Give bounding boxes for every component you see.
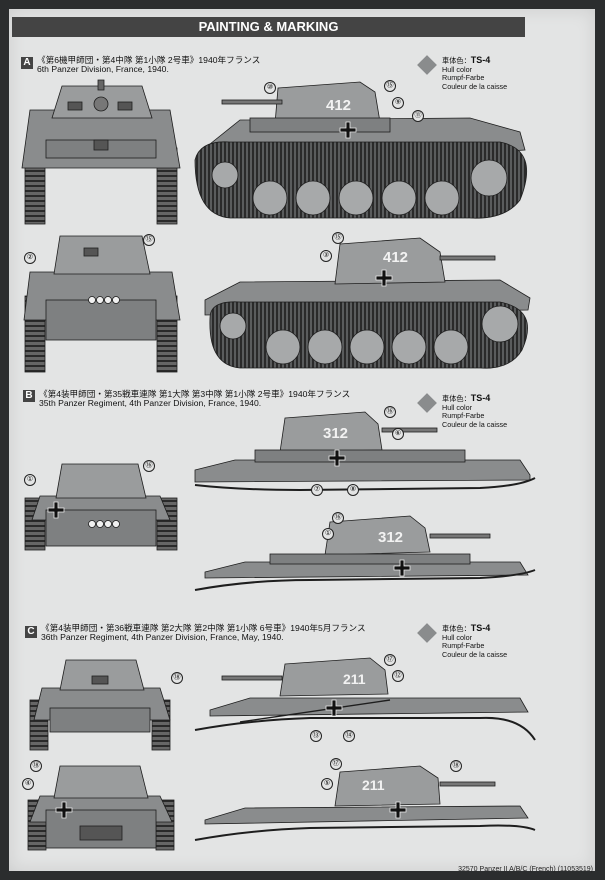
c-rear-view xyxy=(27,765,175,851)
section-b-caption-en: 35th Panzer Regiment, 4th Panzer Divisio… xyxy=(39,398,262,408)
section-a-letter: A xyxy=(21,57,33,69)
callout-a-rear-2: ② xyxy=(24,252,36,264)
color-en: Hull color xyxy=(442,402,472,412)
callout-c-12: ⑫ xyxy=(392,670,404,682)
callout-c-rear-18: ⑱ xyxy=(30,760,42,772)
b-side2-turret-number: 312 xyxy=(378,529,403,546)
callout-a-side-15: ⑮ xyxy=(332,232,344,244)
callout-b-rear-16: ⑯ xyxy=(143,460,155,472)
color-code: TS-4 xyxy=(470,393,491,403)
callout-a-15: ⑮ xyxy=(384,80,396,92)
b-rear-view xyxy=(24,463,178,551)
section-a-caption-jp: 《第6機甲師団・第4中隊 第1小隊 2号車》1940年フランス xyxy=(37,55,261,65)
callout-b-side-1: ① xyxy=(322,528,334,540)
callout-b-rear-1: ① xyxy=(24,474,36,486)
a-side-turret-number: 412 xyxy=(326,97,351,114)
page-title: PAINTING & MARKING xyxy=(12,17,525,37)
callout-c-rear-4: ④ xyxy=(22,778,34,790)
callout-b-16: ⑯ xyxy=(384,406,396,418)
b-side-view: 312 xyxy=(194,411,536,492)
color-de: Rumpf-Farbe xyxy=(442,73,485,83)
callout-a-side-3: ③ xyxy=(320,250,332,262)
a-side2-turret-number: 412 xyxy=(383,249,408,266)
b-side-view-2: 312 xyxy=(194,515,536,591)
callout-b-side-16: ⑯ xyxy=(332,512,344,524)
section-c-letter: C xyxy=(25,626,37,638)
section-c-caption-jp: 《第4装甲師団・第36戦車連隊 第2大隊 第2中隊 第1小隊 6号車》1940年… xyxy=(41,623,366,633)
a-side-view: 412 xyxy=(194,81,527,219)
section-a-caption-en: 6th Panzer Division, France, 1940. xyxy=(37,64,169,74)
b-side-turret-number: 312 xyxy=(323,425,348,442)
c-side-view: 211 xyxy=(194,657,536,741)
section-b-caption-jp: 《第4装甲師団・第35戦車連隊 第1大隊 第3中隊 第1小隊 2号車》1940年… xyxy=(39,389,351,399)
callout-a-11: ⑪ xyxy=(412,110,424,122)
color-jp: 車体色： xyxy=(442,394,471,403)
callout-b-7: ⑦ xyxy=(311,484,323,496)
c-side-turret-number: 211 xyxy=(343,671,366,687)
color-fr: Couleur de la caisse xyxy=(442,419,508,429)
callout-a-9: ⑨ xyxy=(392,97,404,109)
footer-code: 32570 Panzer II A/B/C (French) (11053519… xyxy=(458,866,593,873)
callout-b-8: ⑧ xyxy=(347,484,359,496)
callout-c-17: ⑰ xyxy=(384,654,396,666)
color-de: Rumpf-Farbe xyxy=(442,411,485,421)
callout-c-14: ⑭ xyxy=(343,730,355,742)
color-de: Rumpf-Farbe xyxy=(442,641,485,651)
section-c-caption-en: 36th Panzer Regiment, 4th Panzer Divisio… xyxy=(41,632,284,642)
color-en: Hull color xyxy=(442,632,472,642)
callout-a-10: ⑩ xyxy=(264,82,276,94)
callout-c-side-18: ⑱ xyxy=(450,760,462,772)
callout-c-13: ⑬ xyxy=(310,730,322,742)
c-side-view-2: 211 xyxy=(194,765,536,841)
color-code: TS-4 xyxy=(470,55,491,65)
color-fr: Couleur de la caisse xyxy=(442,81,508,91)
c-side2-turret-number: 211 xyxy=(362,777,385,793)
callout-c-side-5: ⑤ xyxy=(321,778,333,790)
a-front-view xyxy=(21,79,181,225)
c-front-view xyxy=(29,659,171,751)
color-jp: 車体色： xyxy=(442,56,471,65)
a-rear-view xyxy=(23,235,181,373)
color-jp: 車体色： xyxy=(442,624,471,633)
callout-c-18: ⑱ xyxy=(171,672,183,684)
color-fr: Couleur de la caisse xyxy=(442,649,508,659)
callout-b-6: ⑥ xyxy=(392,428,404,440)
section-b-letter: B xyxy=(23,390,35,402)
callout-c-side-17: ⑰ xyxy=(330,758,342,770)
a-side-view-2: 412 xyxy=(204,237,531,369)
color-code: TS-4 xyxy=(470,623,491,633)
color-en: Hull color xyxy=(442,64,472,74)
callout-a-rear-15: ⑮ xyxy=(143,234,155,246)
